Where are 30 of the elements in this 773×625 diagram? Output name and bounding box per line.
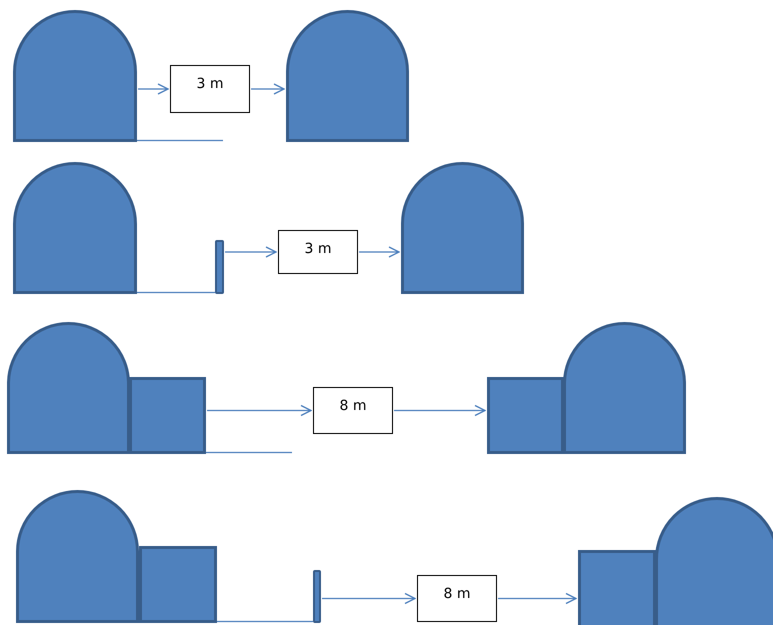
ground-line — [206, 452, 292, 454]
square-block — [487, 377, 564, 454]
square-block — [578, 550, 656, 625]
arrow — [498, 592, 577, 604]
square-block — [129, 377, 206, 454]
arch-shape — [16, 490, 139, 623]
arch-shape — [401, 162, 524, 294]
arch-shape — [563, 322, 686, 454]
arrow — [225, 246, 277, 258]
arrow — [394, 404, 486, 416]
ground-line — [137, 292, 215, 294]
arch-shape — [655, 497, 773, 625]
arrow — [359, 246, 400, 258]
ground-line — [137, 140, 223, 142]
post-bar — [215, 240, 224, 294]
arrow — [322, 592, 416, 604]
arrow — [207, 404, 312, 416]
distance-label: 8 m — [417, 575, 497, 622]
arrow — [251, 83, 285, 95]
distance-label: 8 m — [313, 387, 393, 434]
post-bar — [313, 570, 321, 623]
arch-shape — [286, 10, 409, 142]
arch-shape — [7, 322, 130, 454]
arch-shape — [13, 10, 137, 142]
square-block — [139, 546, 217, 623]
distance-label: 3 m — [170, 65, 250, 113]
arch-shape — [13, 162, 137, 294]
ground-line — [217, 620, 313, 622]
arrow — [138, 83, 169, 95]
distance-label: 3 m — [278, 230, 358, 274]
